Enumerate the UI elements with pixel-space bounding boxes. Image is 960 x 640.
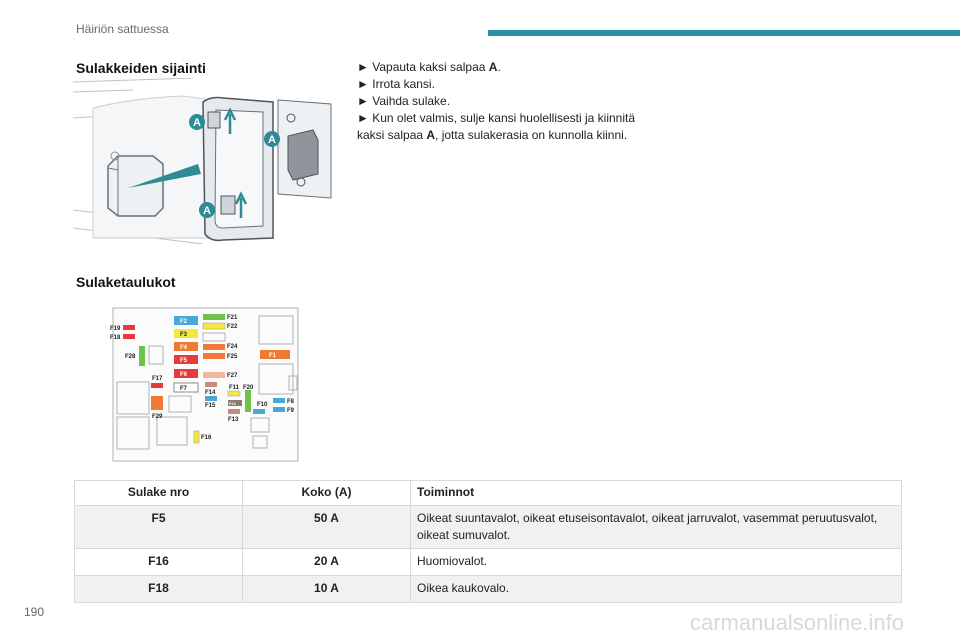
fuse-label-f5: F5 bbox=[180, 358, 188, 364]
fuse-label-f24: F24 bbox=[227, 344, 238, 350]
latch-label-a-3 bbox=[199, 202, 215, 218]
fuse-label-f12: F12 bbox=[229, 401, 237, 406]
fuse-label-f13: F13 bbox=[228, 417, 239, 423]
header-section-title: Häiriön sattuessa bbox=[76, 22, 169, 36]
fuse-location-heading: Sulakkeiden sijainti bbox=[76, 60, 206, 76]
fuse-label-f21: F21 bbox=[227, 315, 238, 321]
fuse-label-f27: F27 bbox=[227, 373, 238, 379]
fuse-label-f28: F28 bbox=[125, 354, 136, 360]
fuse-label-f9: F9 bbox=[287, 408, 295, 414]
fuse-size-cell: 10 A bbox=[242, 575, 411, 603]
fuse-label-f15: F15 bbox=[205, 403, 216, 409]
fuse-label-f14: F14 bbox=[205, 390, 216, 396]
fuse-box-location-illustration: A A A bbox=[73, 78, 333, 244]
col-size: Koko (A) bbox=[242, 480, 411, 506]
fuse-box-diagram: F2 F3 F4 F5 F6 F7 F21 F22 F24 F25 F27 F1… bbox=[110, 307, 299, 462]
fuse-label-f3: F3 bbox=[180, 332, 188, 338]
fuse-label-f16: F16 bbox=[201, 435, 212, 441]
fuse-label-f18: F18 bbox=[110, 335, 121, 341]
instruction-item: ► Vaihda sulake. bbox=[357, 94, 451, 108]
fuse-size-cell: 50 A bbox=[242, 505, 411, 549]
fuse-size-cell: 20 A bbox=[242, 548, 411, 576]
latch-label-a-2 bbox=[264, 131, 280, 147]
instruction-item: ► Vapauta kaksi salpaa A. bbox=[357, 60, 501, 74]
fuse-label-f8: F8 bbox=[287, 399, 295, 405]
col-functions: Toiminnot bbox=[410, 480, 902, 506]
fuse-label-f2: F2 bbox=[180, 319, 188, 325]
fuse-label-f20: F20 bbox=[243, 385, 254, 391]
fuse-number-cell: F5 bbox=[74, 505, 243, 549]
latch-label-a-1-text: A bbox=[193, 117, 201, 129]
fuse-table-header-row: Sulake nro Koko (A) Toiminnot bbox=[74, 480, 902, 506]
instruction-list: ► Vapauta kaksi salpaa A. ► Irrota kansi… bbox=[357, 59, 637, 144]
table-row: F16 20 A Huomiovalot. bbox=[74, 548, 902, 576]
fuse-label-f22: F22 bbox=[227, 324, 238, 330]
watermark: carmanualsonline.info bbox=[690, 610, 905, 635]
fuse-label-f10: F10 bbox=[257, 402, 268, 408]
latch-label-a-1 bbox=[189, 114, 205, 130]
page-number: 190 bbox=[24, 605, 45, 619]
fuse-label-f7: F7 bbox=[180, 386, 188, 392]
table-row: F18 10 A Oikea kaukovalo. bbox=[74, 575, 902, 603]
fuse-table: Sulake nro Koko (A) Toiminnot F5 50 A Oi… bbox=[74, 480, 902, 603]
header-accent-bar bbox=[488, 30, 960, 36]
latch-label-a-2-text: A bbox=[268, 134, 276, 146]
fuse-label-f17: F17 bbox=[152, 376, 163, 382]
instruction-item: ► Irrota kansi. bbox=[357, 77, 435, 91]
fuse-function-cell: Oikea kaukovalo. bbox=[410, 575, 902, 603]
latch-label-a-3-text: A bbox=[203, 205, 211, 217]
fuse-label-f1: F1 bbox=[269, 353, 277, 359]
table-row: F5 50 A Oikeat suuntavalot, oikeat etuse… bbox=[74, 505, 902, 549]
fuse-function-cell: Huomiovalot. bbox=[410, 548, 902, 576]
fuse-label-f11: F11 bbox=[229, 385, 240, 391]
fuse-label-f29: F29 bbox=[152, 414, 163, 420]
instruction-item: ► Kun olet valmis, sulje kansi huolellis… bbox=[357, 111, 636, 142]
fuse-number-cell: F16 bbox=[74, 548, 243, 576]
col-fuse-number: Sulake nro bbox=[74, 480, 243, 506]
fuse-tables-heading: Sulaketaulukot bbox=[76, 274, 176, 290]
fuse-number-cell: F18 bbox=[74, 575, 243, 603]
fuse-label-f4: F4 bbox=[180, 345, 188, 351]
fuse-label-f25: F25 bbox=[227, 354, 238, 360]
fuse-label-f6: F6 bbox=[180, 372, 188, 378]
fuse-label-f19: F19 bbox=[110, 326, 121, 332]
fuse-function-cell: Oikeat suuntavalot, oikeat etuseisontava… bbox=[410, 505, 902, 549]
